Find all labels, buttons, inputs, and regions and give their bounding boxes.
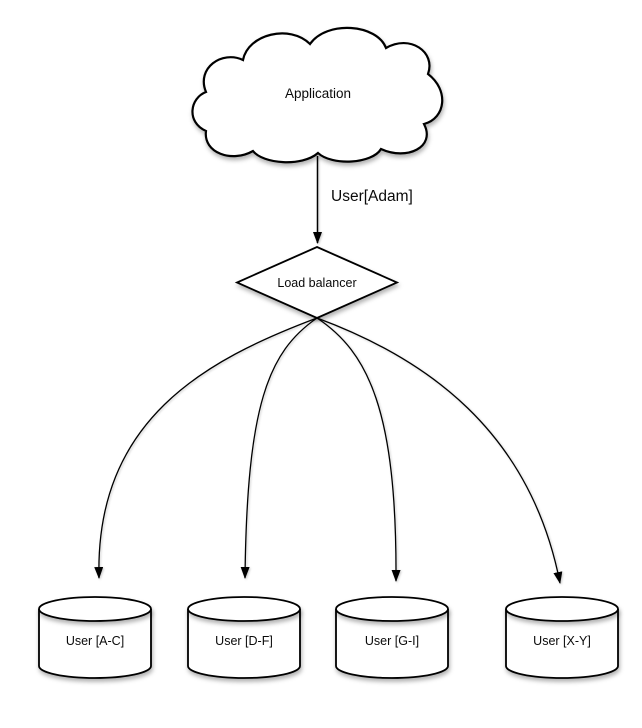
cylinder-top-ellipse <box>335 596 449 622</box>
shard-g-i-cylinder-node: User [G-I] <box>335 596 449 679</box>
shard-a-c-cylinder-node: User [A-C] <box>38 596 152 679</box>
cylinder-body-shape <box>187 609 301 679</box>
shard-d-f-cylinder-node: User [D-F] <box>187 596 301 679</box>
cylinder-body-shape <box>335 609 449 679</box>
edge-loadbalancer-to-shard-a-c <box>94 317 318 579</box>
edge-loadbalancer-to-shard-g-i <box>316 317 401 582</box>
cylinder-top-ellipse <box>38 596 152 622</box>
edge-loadbalancer-to-shard-d-f <box>240 317 318 579</box>
shard-d-f-label: User [D-F] <box>215 634 273 648</box>
application-label: Application <box>285 86 351 101</box>
shard-x-y-cylinder-node: User [X-Y] <box>505 596 619 679</box>
cylinder-body-shape <box>38 609 152 679</box>
cylinder-top-ellipse <box>187 596 301 622</box>
edge-loadbalancer-to-shard-x-y <box>316 317 563 584</box>
edge-label-user-adam: User[Adam] <box>331 188 413 205</box>
application-cloud-node <box>191 26 444 164</box>
shard-a-c-label: User [A-C] <box>66 634 124 648</box>
shard-x-y-label: User [X-Y] <box>533 634 591 648</box>
shard-g-i-label: User [G-I] <box>365 634 419 648</box>
load-balancer-label: Load balancer <box>277 276 356 290</box>
cylinder-body-shape <box>505 609 619 679</box>
cylinder-top-ellipse <box>505 596 619 622</box>
